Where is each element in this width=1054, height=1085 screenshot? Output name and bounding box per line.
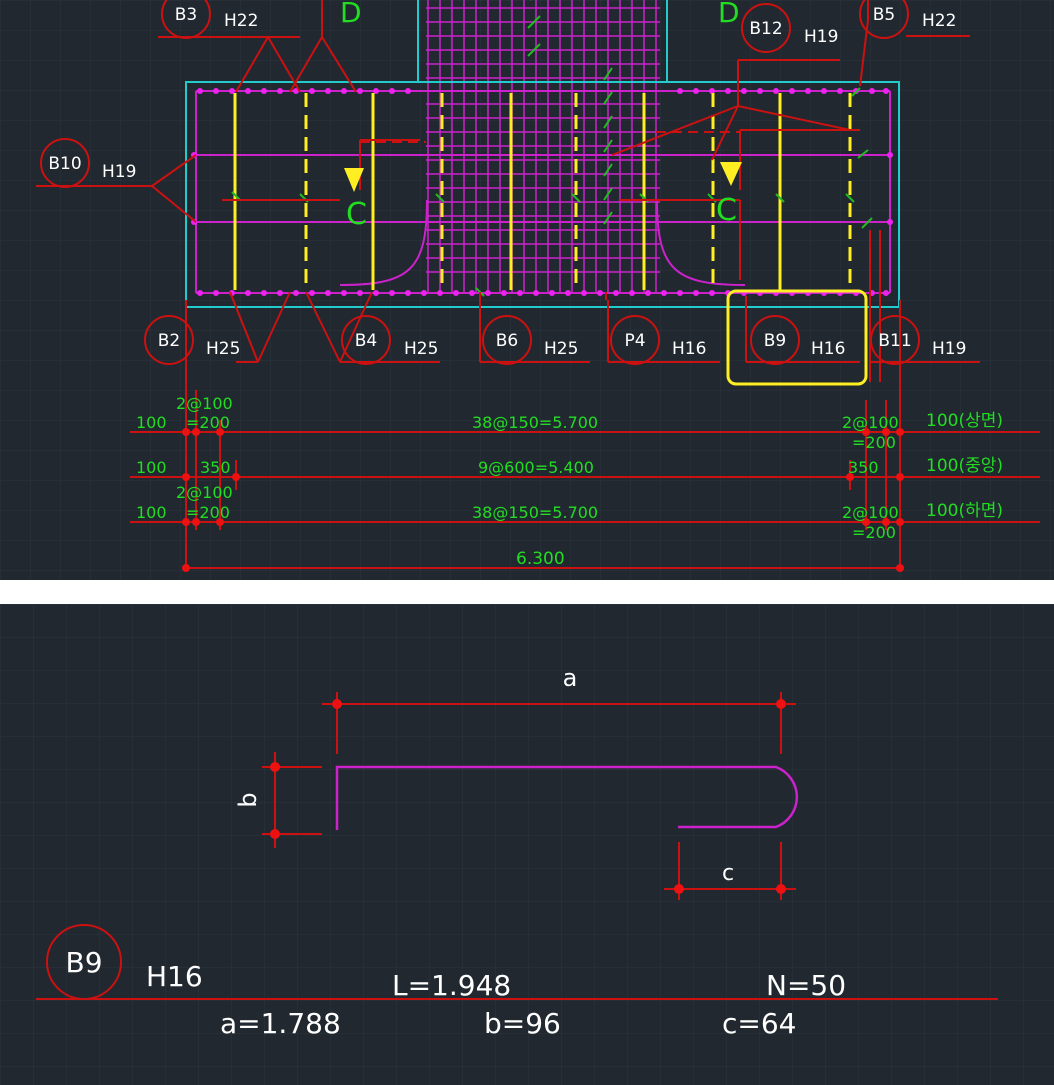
dim-spacing: 350 bbox=[848, 458, 879, 477]
callout-b12: B12 H19 bbox=[741, 3, 838, 53]
bar-detail-panel: a b c B9 H16 L=1.948 N=50 a=1.788 b=96 c… bbox=[0, 604, 1054, 1085]
callout-mark: B6 bbox=[496, 331, 518, 351]
dim-edge: 100 bbox=[136, 458, 167, 477]
bar-mark: B9 bbox=[65, 946, 102, 979]
dim-spacing: 2@100 bbox=[842, 503, 899, 522]
section-arrow-icon bbox=[344, 168, 364, 192]
callout-bar-size: H16 bbox=[811, 339, 845, 359]
footing-section-drawing: D D C C B3 H22 B12 H19 B5 H22 B10 H19 B2… bbox=[0, 0, 1054, 580]
cad-grid bbox=[0, 604, 1054, 1085]
callout-mark: B5 bbox=[873, 5, 895, 25]
callout-bar-size: H22 bbox=[922, 11, 956, 31]
callout-mark: B2 bbox=[158, 331, 180, 351]
dim-layer-label: 100(하면) bbox=[926, 501, 1003, 521]
bar-shape bbox=[335, 765, 799, 830]
column-outline bbox=[417, 0, 668, 82]
dim-point bbox=[674, 884, 684, 894]
dimension-dots bbox=[182, 428, 904, 572]
callout-mark: B11 bbox=[878, 331, 911, 351]
section-markers bbox=[344, 162, 742, 192]
callout-bar-size: H25 bbox=[206, 339, 240, 359]
callout-b5: B5 H22 bbox=[859, 0, 970, 39]
segment-a-value: a=1.788 bbox=[220, 1007, 341, 1040]
segment-b-value: b=96 bbox=[484, 1007, 561, 1040]
dim-spacing: 2@100 bbox=[842, 413, 899, 432]
cad-grid bbox=[0, 0, 1054, 580]
callout-b11: B11 H19 bbox=[870, 315, 966, 365]
dim-row-top: 100 2@100 =200 38@150=5.700 2@100 =200 1… bbox=[136, 394, 1003, 452]
dimension-c-label: c bbox=[722, 861, 734, 886]
dimension-b-label: b bbox=[234, 792, 262, 807]
callout-bar-size: H25 bbox=[404, 339, 438, 359]
dim-main: 9@600=5.400 bbox=[478, 458, 594, 477]
callout-bar-size: H16 bbox=[672, 339, 706, 359]
callout-b4: B4 H25 bbox=[341, 315, 438, 365]
callout-bar-size: H19 bbox=[932, 339, 966, 359]
dim-row-bottom: 100 2@100 =200 38@150=5.700 2@100 =200 1… bbox=[136, 483, 1003, 542]
dim-point bbox=[776, 699, 786, 709]
cut-label-c: C bbox=[346, 197, 367, 232]
callout-mark: B4 bbox=[355, 331, 377, 351]
dim-spacing: 350 bbox=[200, 458, 231, 477]
footing-section-panel: D D C C B3 H22 B12 H19 B5 H22 B10 H19 B2… bbox=[0, 0, 1054, 580]
bar-shape-drawing: a b c B9 H16 L=1.948 N=50 a=1.788 b=96 c… bbox=[0, 604, 1054, 1085]
dim-spacing: 2@100 bbox=[176, 394, 233, 413]
bar-size: H16 bbox=[146, 960, 203, 993]
dim-main: 38@150=5.700 bbox=[472, 413, 598, 432]
segment-c-value: c=64 bbox=[722, 1007, 796, 1040]
callout-bar-size: H19 bbox=[804, 27, 838, 47]
highlight-box bbox=[726, 289, 868, 386]
callout-bar-size: H25 bbox=[544, 339, 578, 359]
bar-length: L=1.948 bbox=[392, 969, 511, 1002]
dim-point bbox=[270, 762, 280, 772]
dim-row-middle: 100 350 9@600=5.400 350 100(중앙) bbox=[136, 456, 1003, 477]
callout-mark: P4 bbox=[624, 331, 645, 351]
callout-b2: B2 H25 bbox=[144, 315, 240, 365]
dimension-a-label: a bbox=[563, 664, 578, 692]
dim-edge: 100 bbox=[136, 503, 167, 522]
callout-bar-size: H22 bbox=[224, 11, 258, 31]
callout-b6: B6 H25 bbox=[482, 315, 578, 365]
section-arrow-icon bbox=[720, 162, 742, 186]
callout-bar-size: H19 bbox=[102, 162, 136, 182]
callout-mark: B9 bbox=[764, 331, 786, 351]
tie-bar-ticks bbox=[231, 0, 873, 297]
dim-point bbox=[332, 699, 342, 709]
bar-count: N=50 bbox=[766, 969, 846, 1002]
callout-b10: B10 H19 bbox=[40, 138, 136, 188]
dim-spacing-total: =200 bbox=[852, 433, 896, 452]
dim-layer-label: 100(상면) bbox=[926, 411, 1003, 431]
stirrup-markers bbox=[233, 93, 852, 290]
dim-spacing-total: =200 bbox=[186, 413, 230, 432]
dim-spacing: 2@100 bbox=[176, 483, 233, 502]
callout-mark: B12 bbox=[749, 19, 782, 39]
callout-mark: B3 bbox=[175, 5, 197, 25]
callout-mark: B10 bbox=[48, 154, 81, 174]
section-label-d: D bbox=[340, 0, 362, 29]
dim-edge: 100 bbox=[136, 413, 167, 432]
dim-point bbox=[270, 829, 280, 839]
section-label-d: D bbox=[718, 0, 740, 29]
callout-b3: B3 H22 bbox=[161, 0, 258, 39]
dim-main: 38@150=5.700 bbox=[472, 503, 598, 522]
footing-outline bbox=[185, 81, 900, 308]
section-cut-lines bbox=[360, 131, 740, 143]
dim-total: 6.300 bbox=[516, 549, 565, 569]
cut-label-c: C bbox=[716, 193, 737, 228]
dim-spacing-total: =200 bbox=[186, 503, 230, 522]
callout-b9: B9 H16 bbox=[750, 315, 845, 365]
callout-p4: P4 H16 bbox=[610, 315, 706, 365]
dim-point bbox=[776, 884, 786, 894]
dim-layer-label: 100(중앙) bbox=[926, 456, 1003, 476]
dim-spacing-total: =200 bbox=[852, 523, 896, 542]
